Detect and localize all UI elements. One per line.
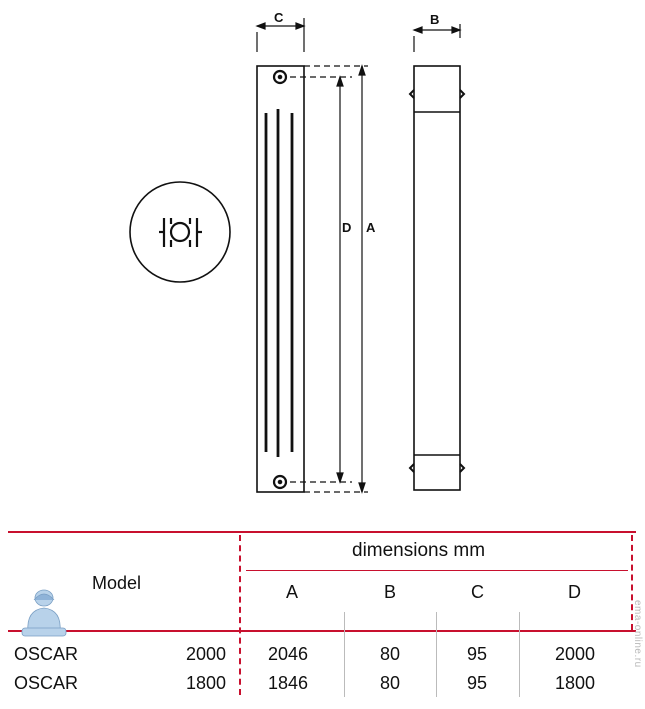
connection-detail xyxy=(129,181,231,283)
table-sub-rule xyxy=(246,570,628,571)
top-connection-icon xyxy=(272,69,288,85)
row-a: 1846 xyxy=(268,673,309,693)
dimension-d xyxy=(290,75,352,484)
col-sep-3 xyxy=(519,612,520,697)
side-view xyxy=(408,65,466,491)
pipe-connection-icon xyxy=(159,218,202,247)
row-b: 80 xyxy=(380,644,401,664)
row-d: 2000 xyxy=(555,644,596,664)
bottom-connection-icon xyxy=(272,474,288,490)
group-header: dimensions mm xyxy=(352,540,486,561)
row-a: 2046 xyxy=(268,644,309,664)
column-header-a: A xyxy=(286,582,299,602)
table-right-divider xyxy=(631,535,633,630)
dimension-c xyxy=(255,18,306,52)
dim-label-d: D xyxy=(342,220,351,235)
dim-label-a: A xyxy=(366,220,376,235)
column-header-b: B xyxy=(384,582,397,602)
side-outline xyxy=(413,65,461,491)
table-top-rule xyxy=(8,531,636,533)
row-size: 2000 xyxy=(186,644,227,664)
model-header: Model xyxy=(92,573,142,593)
front-outline xyxy=(256,65,305,493)
column-header-c: C xyxy=(471,582,484,602)
row-size: 1800 xyxy=(186,673,227,693)
col-sep-2 xyxy=(436,612,437,697)
row-model: OSCAR xyxy=(14,644,79,664)
table-header-rule xyxy=(8,630,636,632)
row-c: 95 xyxy=(467,673,488,693)
front-view xyxy=(256,65,305,493)
table-left-divider xyxy=(239,535,241,695)
col-sep-1 xyxy=(344,612,345,697)
row-d: 1800 xyxy=(555,673,596,693)
tube-lines xyxy=(264,109,294,457)
row-b: 80 xyxy=(380,673,401,693)
detail-circle xyxy=(129,181,231,283)
column-header-d: D xyxy=(568,582,581,602)
dimension-b xyxy=(412,24,462,52)
radiator-drawing: C B D A xyxy=(129,10,466,494)
mascot-logo-icon xyxy=(21,589,67,637)
row-model: OSCAR xyxy=(14,673,79,693)
row-c: 95 xyxy=(467,644,488,664)
dimension-a xyxy=(304,64,368,494)
dim-label-b: B xyxy=(430,12,439,27)
dim-label-c: C xyxy=(274,10,284,25)
watermark: ema-online.ru xyxy=(632,600,643,668)
